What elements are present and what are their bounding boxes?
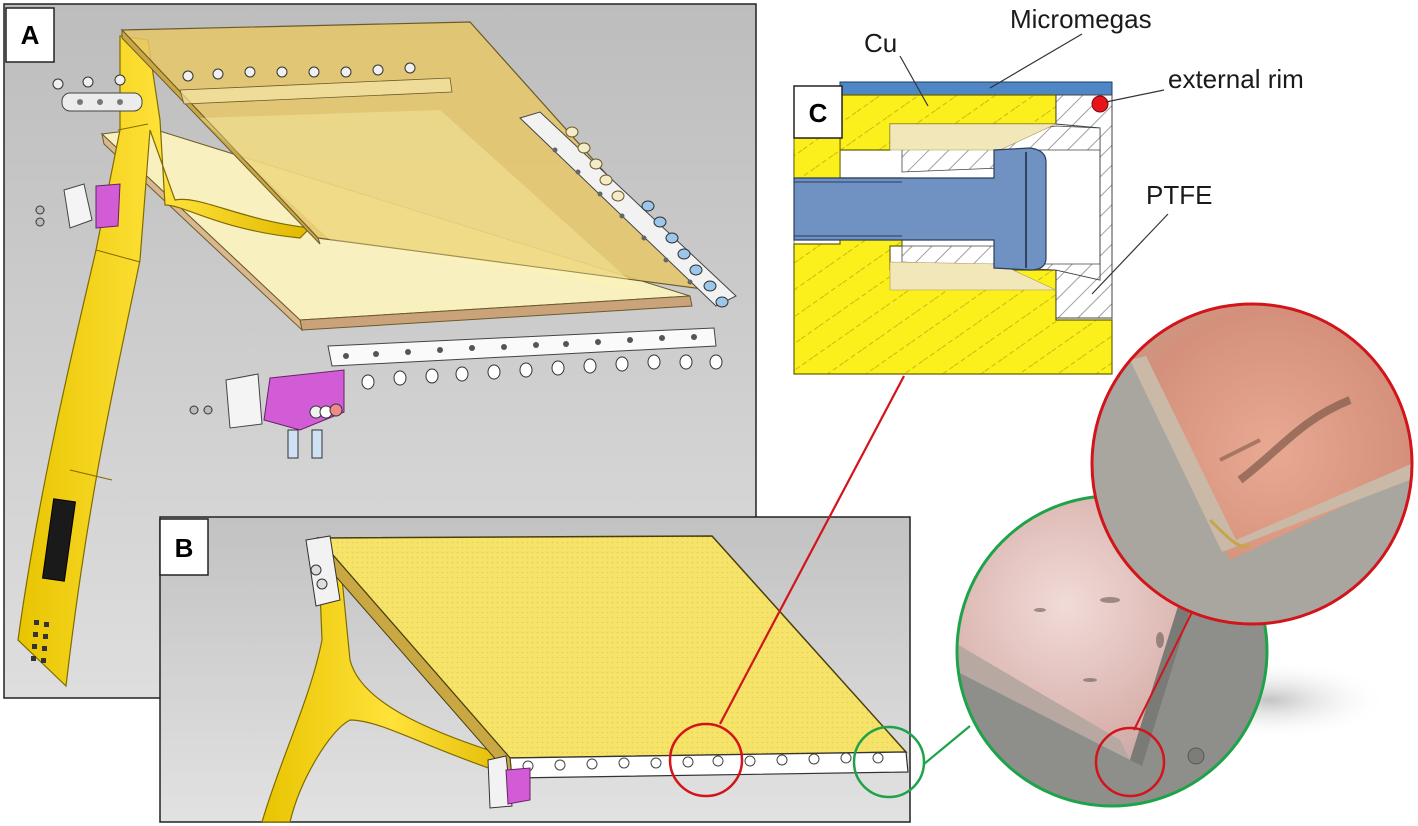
panel-b-letter: B	[175, 533, 194, 563]
connector-pin	[793, 147, 1047, 271]
photo-green-zoom	[955, 494, 1390, 808]
panel-a-label-box	[5, 7, 55, 63]
red-connector-line	[719, 375, 905, 725]
green-connector-line	[923, 725, 971, 765]
beige-wedge-bottom	[889, 261, 1057, 291]
highlight-circle-red-b	[668, 722, 744, 798]
photo-red-zoom	[1090, 302, 1414, 626]
micromegas-layer	[839, 81, 1113, 96]
rail-front	[327, 327, 717, 367]
panel-c-letter: C	[809, 98, 828, 128]
red-connector-line-photo	[1133, 603, 1197, 731]
rail-top-back	[179, 77, 453, 105]
panel-c-label-box	[793, 85, 843, 139]
bracket-b-top	[305, 535, 341, 607]
label-micromegas: Micromegas	[1010, 4, 1152, 34]
panel-b-label-box	[159, 518, 209, 576]
rail-left	[61, 92, 143, 112]
label-cu: Cu	[864, 28, 897, 58]
bracket-left	[35, 183, 121, 229]
flex-stem	[17, 35, 312, 688]
panel-c-cross-section: C Micromegas Cu external rim PTFE	[793, 4, 1304, 375]
flex-stem-b	[261, 537, 522, 823]
highlight-circle-green-b	[852, 725, 926, 799]
panel-b-assembled-view: B	[159, 516, 926, 823]
screw-row-front	[361, 354, 723, 390]
screw-row-top	[52, 62, 416, 90]
external-rim-marker	[1091, 95, 1109, 113]
screw-row-right-tan	[565, 126, 625, 202]
label-ptfe: PTFE	[1146, 180, 1212, 210]
assembled-board	[316, 535, 909, 780]
panel-a-letter: A	[21, 20, 40, 50]
label-external-rim: external rim	[1168, 64, 1304, 94]
panel-a-exploded-view: A	[3, 3, 757, 699]
bracket-b-bottom	[487, 755, 531, 809]
screw-row-right-blue	[641, 200, 729, 308]
leader-lines	[899, 33, 1169, 295]
highlight-circle-red-photo	[1094, 726, 1166, 798]
bracket-front	[189, 369, 345, 459]
